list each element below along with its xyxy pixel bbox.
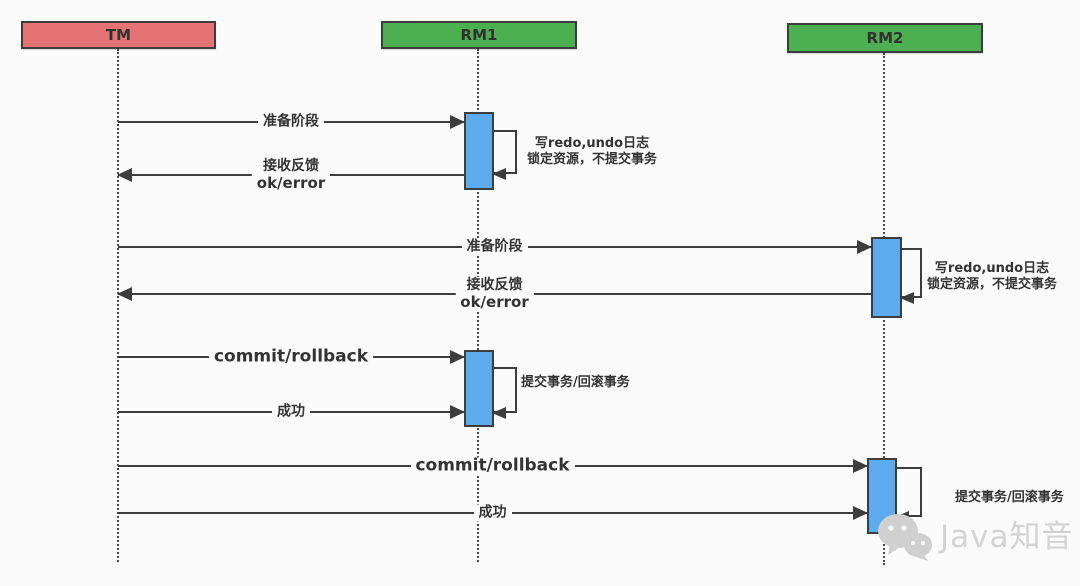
note-commit-rm2: 提交事务/回滚事务 [955, 490, 1064, 505]
activation-rm1-commit [464, 350, 494, 427]
arrowhead [853, 506, 868, 520]
actor-label-rm2: RM2 [866, 29, 904, 47]
arrowhead [492, 168, 506, 180]
message-label: 接收反馈 ok/error [455, 277, 534, 311]
actor-box-rm1: RM1 [381, 21, 577, 49]
message-label: 成功 [272, 403, 310, 421]
arrowhead [450, 115, 465, 129]
arrowhead [857, 240, 872, 254]
arrowhead [450, 350, 465, 364]
arrowhead [853, 459, 868, 473]
message-label: commit/rollback [410, 457, 575, 475]
actor-label-rm1: RM1 [460, 26, 498, 44]
actor-box-rm2: RM2 [787, 23, 983, 53]
message-label: 接收反馈 ok/error [251, 158, 331, 192]
arrowhead [117, 287, 132, 301]
message-sublabel: ok/error [460, 293, 529, 311]
self-loop-rm1-prepare [492, 130, 517, 180]
message-label: 准备阶段 [258, 113, 324, 131]
message-label: 成功 [473, 504, 512, 522]
message-label: 准备阶段 [461, 238, 528, 256]
self-loop-rm2-commit [895, 467, 922, 523]
self-loop-rm2-prepare [900, 248, 922, 304]
wechat-icon [878, 514, 932, 561]
arrowhead [450, 405, 465, 419]
message-label: commit/rollback [208, 348, 374, 366]
activation-rm2-prepare [871, 237, 902, 318]
lifeline-tm [117, 49, 119, 562]
actor-box-tm: TM [21, 21, 216, 49]
watermark: Java知音 [876, 512, 1073, 562]
arrowhead [117, 168, 132, 182]
arrowhead [492, 407, 506, 419]
watermark-text: Java知音 [940, 518, 1074, 555]
arrowhead [900, 292, 914, 304]
note-redo-undo-rm2: 写redo,undo日志 锁定资源，不提交事务 [926, 261, 1057, 292]
note-redo-undo-rm1: 写redo,undo日志 锁定资源，不提交事务 [526, 136, 657, 167]
message-sublabel: ok/error [256, 174, 326, 192]
actor-label-tm: TM [105, 26, 132, 44]
self-loop-rm1-commit [492, 367, 517, 419]
activation-rm1-prepare [464, 112, 494, 190]
note-commit-rm1: 提交事务/回滚事务 [521, 375, 630, 390]
